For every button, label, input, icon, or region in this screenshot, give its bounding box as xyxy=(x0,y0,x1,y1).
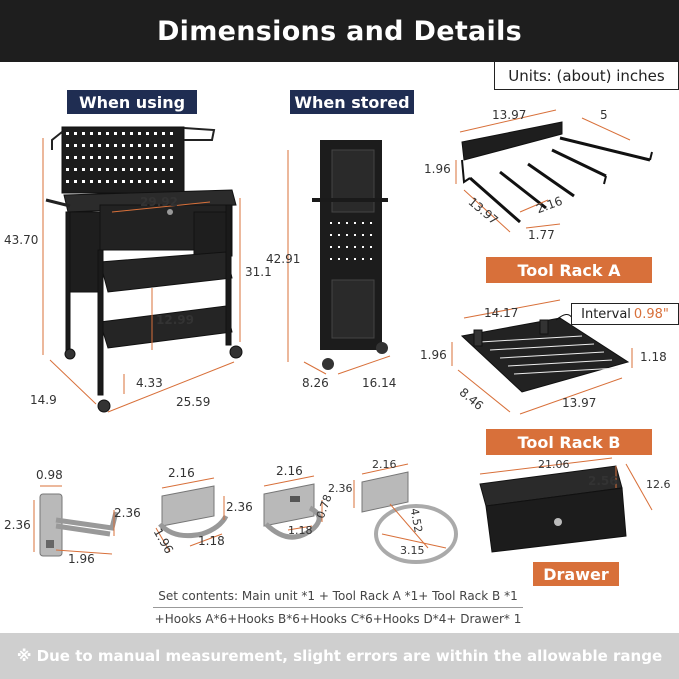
drawer-width-label: 21.06 xyxy=(538,458,570,471)
hook-d-illustration xyxy=(361,471,458,564)
footer-note: ※ Due to manual measurement, slight erro… xyxy=(0,633,679,679)
rack-a-length-label: 13.97 xyxy=(492,108,527,122)
hook-a-right-label: 2.36 xyxy=(114,506,141,520)
cart-shelf-label: 12.99 xyxy=(156,313,194,327)
page-title: Dimensions and Details xyxy=(0,0,679,62)
hook-b-bottom-label: 1.18 xyxy=(198,534,225,548)
cart-length-label: 25.59 xyxy=(176,395,211,409)
tool-rack-b-illustration xyxy=(460,314,630,393)
stored-cart-illustration xyxy=(312,140,388,370)
stored-depth-label: 8.26 xyxy=(302,376,329,390)
interval-value: 0.98" xyxy=(633,306,669,322)
drawer-height-label: 2.56 xyxy=(588,474,618,488)
when-using-label: When using xyxy=(67,90,197,114)
tool-rack-a-illustration xyxy=(461,121,653,224)
hook-a-illustration xyxy=(39,493,119,557)
when-stored-label: When stored xyxy=(290,90,414,114)
rack-b-width-label: 14.17 xyxy=(484,306,519,320)
hook-c-top-label: 2.16 xyxy=(276,464,303,478)
cart-bottom-label: 4.33 xyxy=(136,376,163,390)
set-contents: Set contents: Main unit *1 + Tool Rack A… xyxy=(148,585,528,630)
hook-b-top-label: 2.16 xyxy=(168,466,195,480)
stored-width-label: 16.14 xyxy=(362,376,397,390)
tool-rack-b-label: Tool Rack B xyxy=(486,429,652,455)
stored-height-label: 42.91 xyxy=(266,252,301,266)
tool-rack-a-label: Tool Rack A xyxy=(486,257,652,283)
rack-b-height-right-label: 1.18 xyxy=(640,350,667,364)
rack-b-height-left-label: 1.96 xyxy=(420,348,447,362)
rack-a-small-label: 1.77 xyxy=(528,228,555,242)
drawer-depth-label: 12.6 xyxy=(646,478,671,491)
units-label: Units: (about) inches xyxy=(494,62,679,90)
hook-a-bottom-label: 1.96 xyxy=(68,552,95,566)
interval-label: Interval xyxy=(581,306,631,322)
hook-b-side-label: 2.36 xyxy=(226,500,253,514)
hook-a-left-label: 2.36 xyxy=(4,518,31,532)
hook-b-illustration xyxy=(158,485,229,539)
cart-illustration xyxy=(45,126,243,413)
hook-a-top-label: 0.98 xyxy=(36,468,63,482)
rack-b-length-label: 13.97 xyxy=(562,396,597,410)
drawer-label: Drawer xyxy=(533,562,619,586)
cart-side-label: 31.1 xyxy=(245,265,272,279)
set-contents-line2: +Hooks A*6+Hooks B*6+Hooks C*6+Hooks D*4… xyxy=(152,607,524,630)
set-contents-line1: Set contents: Main unit *1 + Tool Rack A… xyxy=(158,589,518,603)
hook-c-low-label: 1.18 xyxy=(288,524,313,537)
hook-d-low-label: 3.15 xyxy=(400,544,425,557)
hook-d-left-label: 2.36 xyxy=(328,482,353,495)
cart-depth-label: 14.9 xyxy=(30,393,57,407)
hook-d-top-label: 2.16 xyxy=(372,458,397,471)
hook-c-illustration xyxy=(263,483,322,540)
drawer-illustration xyxy=(479,465,627,553)
rack-a-height-label: 1.96 xyxy=(424,162,451,176)
rack-a-arm-label: 5 xyxy=(600,108,608,122)
cart-width-label: 29.92 xyxy=(140,195,178,209)
cart-height-label: 43.70 xyxy=(4,233,39,247)
